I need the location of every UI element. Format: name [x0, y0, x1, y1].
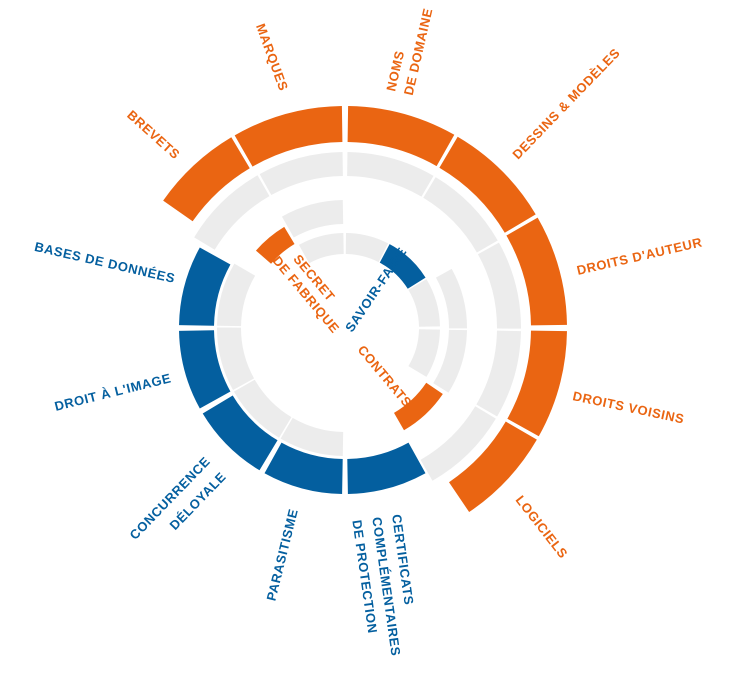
- track-arc-1: [347, 152, 434, 197]
- outer-segment-certificats: [347, 442, 426, 494]
- track-arc-4: [476, 330, 521, 417]
- outer-segment-droits-auteur: [506, 217, 567, 326]
- background-tracks: [194, 152, 522, 481]
- track-arc-16: [408, 279, 440, 327]
- track-arc-5: [420, 406, 496, 481]
- ring-segments: [163, 106, 567, 513]
- label-line: CONTRATS: [355, 342, 415, 410]
- outer-segment-brevets: [163, 137, 250, 222]
- label-line: PARASITISME: [263, 507, 300, 602]
- label-certificats: CERTIFICATSCOMPLÉMENTAIRESDE PROTECTION: [349, 513, 423, 660]
- label-line: LOGICIELS: [513, 493, 571, 562]
- track-arc-9: [280, 417, 344, 456]
- label-dessins-modeles: DESSINS & MODÈLES: [509, 45, 623, 162]
- label-bases-donnees: BASES DE DONNÉES: [33, 239, 177, 286]
- track-arc-18: [281, 200, 344, 238]
- label-line: MARQUES: [253, 22, 291, 94]
- outer-segment-droit-image: [179, 330, 231, 409]
- label-parasitisme: PARASITISME: [263, 507, 300, 602]
- label-line: BASES DE DONNÉES: [33, 239, 177, 286]
- inner-segment-savoir-faire: [379, 244, 426, 289]
- label-marques: MARQUES: [253, 22, 291, 94]
- outer-segment-marques: [234, 106, 343, 167]
- track-arc-2: [423, 177, 498, 253]
- label-concurrence-deloyale: CONCURRENCEDÉLOYALE: [127, 454, 229, 558]
- outer-segment-dessins-modeles: [439, 136, 536, 233]
- label-line: DROIT À L'IMAGE: [53, 370, 173, 414]
- label-droit-image: DROIT À L'IMAGE: [53, 370, 173, 414]
- label-line: DE DOMAINE: [401, 7, 436, 97]
- track-arc-6: [217, 263, 256, 327]
- label-logiciels: LOGICIELS: [513, 493, 571, 562]
- track-arc-10: [194, 175, 270, 250]
- label-line: DESSINS & MODÈLES: [509, 45, 623, 162]
- outer-segment-concurrence-deloyale: [202, 395, 278, 471]
- label-line: DROITS VOISINS: [571, 388, 686, 426]
- inner-segment-secret-fabrique: [255, 226, 295, 264]
- label-brevets: BREVETS: [124, 107, 183, 162]
- track-arc-8: [233, 379, 292, 438]
- label-line: DROITS D'AUTEUR: [575, 234, 703, 277]
- label-contrats: CONTRATS: [355, 342, 415, 410]
- track-arc-11: [259, 152, 343, 196]
- track-arc-13: [433, 329, 467, 393]
- inner-segment-contrats: [394, 382, 443, 431]
- track-arc-7: [216, 327, 255, 391]
- label-line: BREVETS: [124, 107, 183, 162]
- label-noms-de-domaine: NOMSDE DOMAINE: [383, 3, 435, 97]
- track-arc-17: [408, 329, 440, 377]
- outer-segment-logiciels: [449, 421, 537, 513]
- outer-segment-noms-de-domaine: [347, 106, 455, 167]
- outer-segment-droits-voisins: [507, 330, 567, 437]
- track-arc-3: [477, 242, 522, 329]
- outer-segment-parasitisme: [264, 442, 343, 494]
- segment-labels: NOMSDE DOMAINE DESSINS & MODÈLES DROITS D'…: [33, 3, 704, 660]
- outer-segment-bases-donnees: [179, 247, 231, 326]
- track-arc-15: [345, 233, 389, 263]
- track-arc-14: [298, 233, 344, 264]
- track-arc-12: [435, 268, 468, 329]
- label-droits-auteur: DROITS D'AUTEUR: [575, 234, 703, 277]
- label-droits-voisins: DROITS VOISINS: [571, 388, 686, 426]
